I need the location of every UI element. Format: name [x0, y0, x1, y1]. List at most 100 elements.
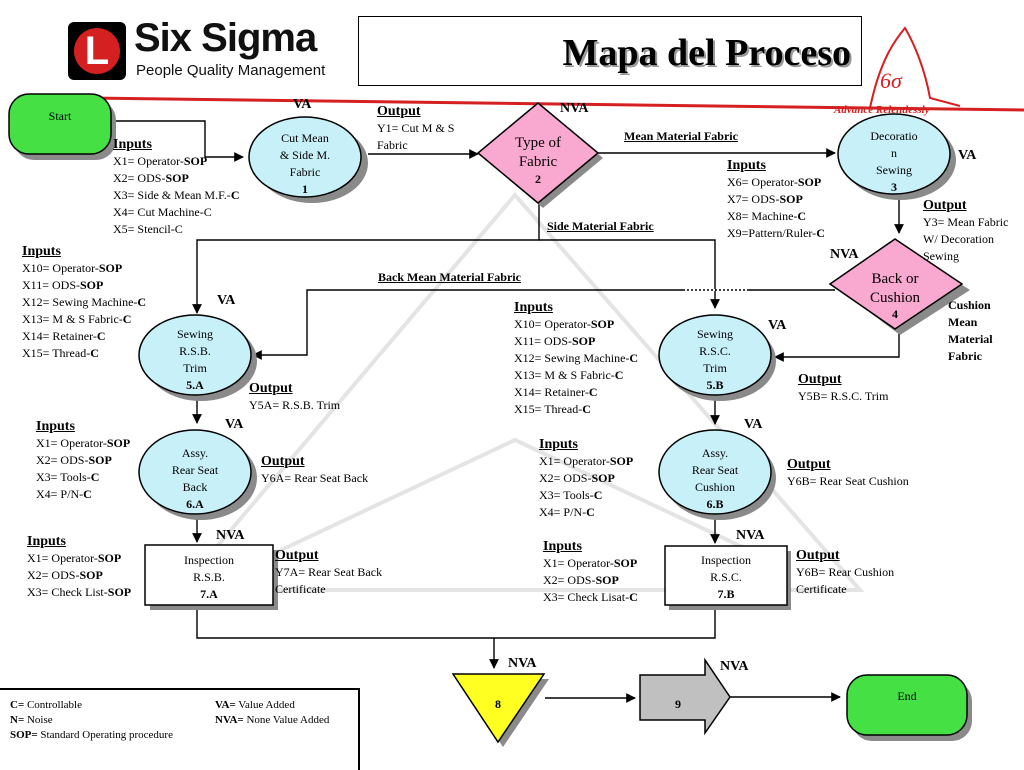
- input-item: X2= ODS-SOP: [113, 171, 189, 185]
- edge-label-cushion: Cushion Mean Material Fabric: [948, 298, 993, 363]
- input-item: X10= Operator-SOP: [22, 261, 123, 275]
- node-7b-box: [664, 545, 788, 606]
- input-item: X4= P/N-C: [36, 487, 92, 501]
- edge-label-back-mean: Back Mean Material Fabric: [378, 270, 521, 284]
- input-item: X3= Side & Mean M.F.-C: [113, 188, 240, 202]
- input-item: X3= Check List-SOP: [27, 585, 132, 599]
- start-terminal: [8, 93, 112, 155]
- node-7a-label: Inspection R.S.B.7.A: [184, 553, 234, 601]
- input-item: X15= Thread-C: [22, 346, 99, 360]
- input-item: X3= Tools-C: [36, 470, 100, 484]
- input-item: X14= Retainer-C: [514, 385, 598, 399]
- edge-start-1: [110, 120, 244, 162]
- tag-nva-7a: NVA: [216, 528, 245, 543]
- input-item: X4= Cut Machine-C: [113, 205, 212, 219]
- legend-n: N= Noise: [10, 714, 53, 726]
- node-5b-circle: [658, 314, 772, 396]
- tag-nva-9: NVA: [720, 659, 749, 674]
- node-1-circle: [248, 116, 362, 198]
- node-3-circle: [837, 113, 951, 195]
- tag-va-6a: VA: [225, 417, 244, 432]
- node-5a-circle: [138, 314, 252, 396]
- header-red-rule: [89, 96, 1024, 112]
- input-item: X5= Stencil-C: [113, 222, 183, 236]
- logo: L Six Sigma People Quality Management: [68, 16, 354, 82]
- logo-name: Six Sigma: [134, 16, 317, 60]
- input-item: X14= Retainer-C: [22, 329, 106, 343]
- legend-c: C= Controllable: [10, 699, 82, 711]
- node-2-diamond: [476, 102, 600, 204]
- tag-va-3: VA: [958, 148, 977, 163]
- edge-label-mean: Mean Material Fabric: [624, 129, 738, 143]
- node-8-triangle: [451, 673, 546, 744]
- input-item: X2= ODS-SOP: [539, 471, 615, 485]
- tag-va-6b: VA: [744, 417, 763, 432]
- input-item: X1= Operator-SOP: [539, 454, 634, 468]
- input-item: X15= Thread-C: [514, 402, 591, 416]
- end-terminal: [846, 674, 968, 736]
- logo-letter: L: [84, 29, 110, 73]
- input-item: X12= Sewing Machine-C: [22, 295, 147, 309]
- input-item: X4= P/N-C: [539, 505, 595, 519]
- input-item: X8= Machine-C: [727, 209, 807, 223]
- input-item: X13= M & S Fabric-C: [22, 312, 132, 326]
- edge-side-5b: [539, 239, 720, 309]
- tag-va-5b: VA: [768, 318, 787, 333]
- edge-7-merge: [196, 606, 716, 639]
- node-6a-circle: [138, 429, 252, 515]
- edge-4-5b: [774, 330, 900, 362]
- legend-nva: NVA= None Value Added: [215, 714, 330, 726]
- node-7a-box: [144, 544, 274, 606]
- tag-nva-4: NVA: [830, 247, 859, 262]
- tag-nva-8: NVA: [508, 656, 537, 671]
- start-label: Start: [48, 109, 72, 123]
- input-item: X1= Operator-SOP: [113, 154, 208, 168]
- input-item: X1= Operator-SOP: [36, 436, 131, 450]
- emblem-caption: Advance Relentlessly: [834, 104, 930, 116]
- node-9-arrow: [639, 657, 731, 736]
- six-sigma-emblem: [869, 26, 961, 109]
- input-item: X2= ODS-SOP: [36, 453, 112, 467]
- legend-va: VA= Value Added: [215, 699, 295, 711]
- edge-2-side: [192, 202, 540, 314]
- input-item: X2= ODS-SOP: [543, 573, 619, 587]
- input-item: X3= Check Lisat-C: [543, 590, 638, 604]
- node-4-diamond: [828, 238, 964, 330]
- tag-va-1: VA: [293, 97, 312, 112]
- legend-sop: SOP= Standard Operating procedure: [10, 729, 173, 741]
- logo-tagline: People Quality Management: [136, 62, 326, 79]
- input-item: X1= Operator-SOP: [543, 556, 638, 570]
- page-title: Mapa del Proceso: [562, 32, 851, 74]
- node-9-label: 9: [675, 697, 681, 711]
- input-item: X7= ODS-SOP: [727, 192, 803, 206]
- logo-mark: L: [68, 22, 126, 80]
- input-item: X1= Operator-SOP: [27, 551, 122, 565]
- input-item: X12= Sewing Machine-C: [514, 351, 639, 365]
- input-item: X13= M & S Fabric-C: [514, 368, 624, 382]
- input-item: X3= Tools-C: [539, 488, 603, 502]
- tag-nva-7b: NVA: [736, 528, 765, 543]
- input-item: X10= Operator-SOP: [514, 317, 615, 331]
- edge-4-5a: [252, 289, 835, 360]
- node-8-label: 8: [495, 697, 501, 711]
